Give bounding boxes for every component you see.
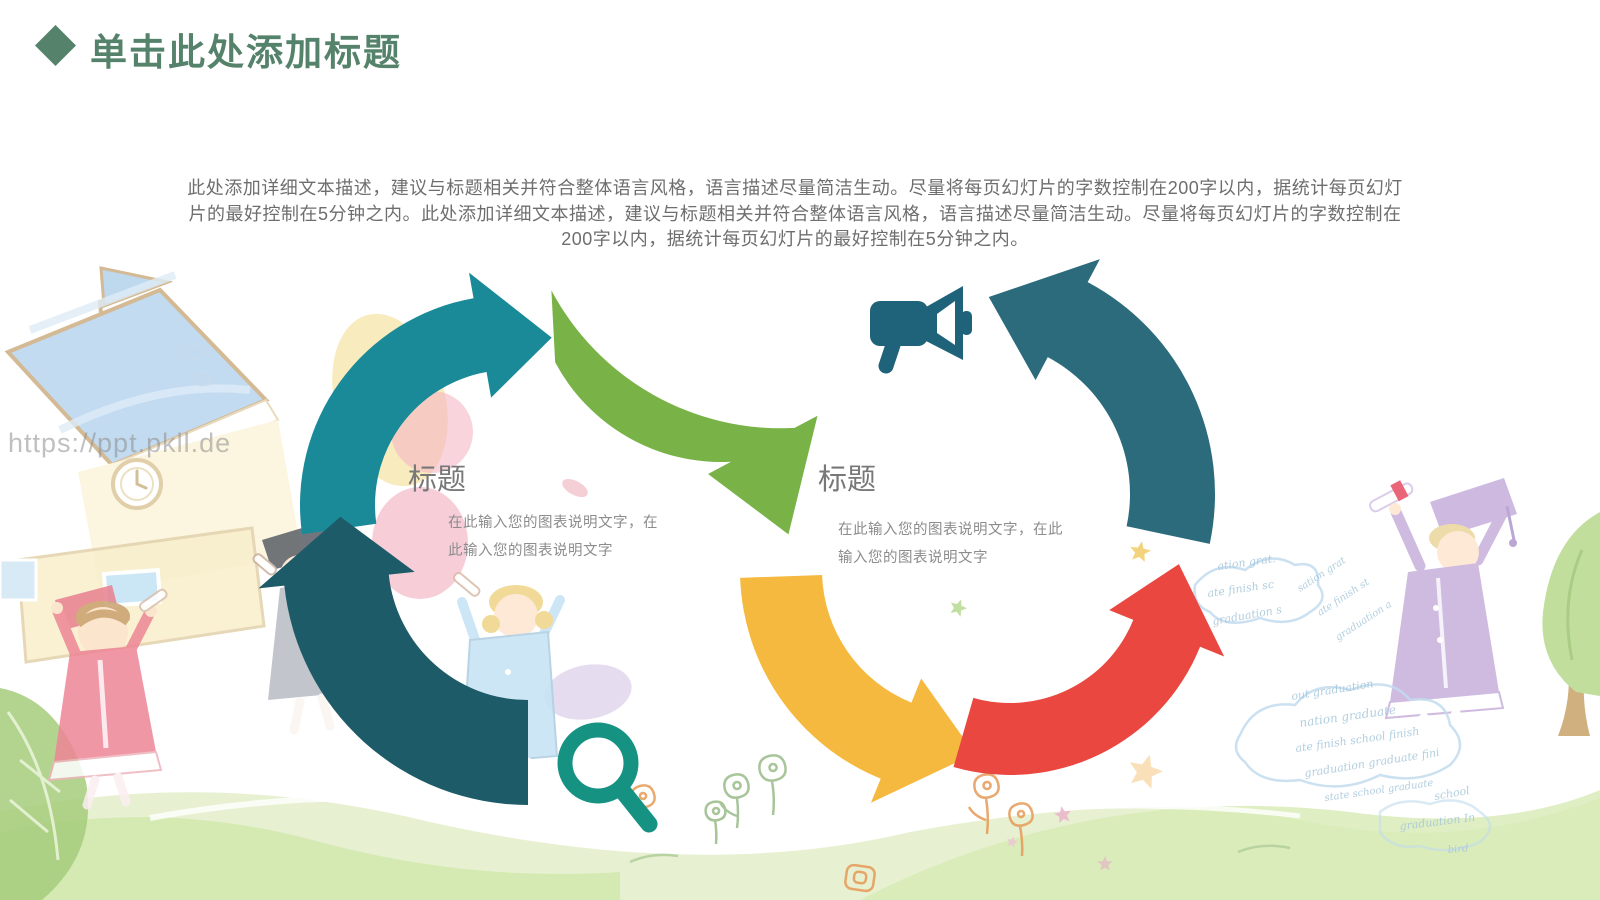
star-icon	[1097, 856, 1113, 871]
clock	[111, 458, 163, 510]
body-text-placeholder[interactable]: 此处添加详细文本描述，建议与标题相关并符合整体语言风格，语言描述尽量简洁生动。尽…	[187, 178, 1403, 249]
tree	[1542, 512, 1600, 736]
decor-word: nation graduate	[1298, 703, 1396, 730]
arc-red[interactable]	[953, 564, 1225, 776]
arc-green[interactable]	[551, 290, 818, 535]
magnifier-shine	[578, 742, 603, 763]
decor-word: graduation In	[1399, 811, 1476, 833]
grass-hill-left	[0, 817, 620, 900]
star-icon	[1054, 806, 1071, 824]
decor-word: state school graduate	[1324, 778, 1434, 804]
star-icon	[1130, 541, 1151, 562]
arc-dark-right[interactable]	[988, 259, 1215, 544]
decor-word: ation grat.	[1217, 552, 1277, 573]
flower-doodles-green	[629, 754, 1291, 864]
kid-pink	[47, 585, 168, 810]
decor-word: ate finish sc	[1207, 578, 1275, 600]
arc-yellow[interactable]	[740, 574, 975, 803]
megaphone-icon[interactable]	[870, 286, 972, 374]
decor-word: out graduation	[1290, 677, 1374, 703]
flag	[99, 266, 174, 309]
diamond-icon	[34, 24, 77, 67]
grass-hill	[0, 792, 1600, 900]
item-1-description[interactable]: 在此输入您的图表说明文字，在此输入您的图表说明文字	[448, 515, 658, 559]
kid-gray	[252, 522, 354, 735]
decor-word: sation grat	[1296, 555, 1349, 595]
watermark: https://ppt.pkll.de	[8, 428, 232, 458]
grass-hill-right	[860, 790, 1600, 900]
decor-word: ate finish st	[1316, 576, 1373, 618]
leaf-decor	[0, 688, 89, 900]
star-icon	[1129, 754, 1163, 789]
decor-word: school	[1433, 784, 1471, 803]
magnifier-icon[interactable]	[557, 722, 658, 833]
decor-word: graduation a	[1334, 599, 1394, 644]
window	[0, 558, 38, 602]
purple-blob	[544, 664, 632, 720]
window	[101, 568, 163, 608]
graduate-girl-purple	[1369, 478, 1517, 753]
page-title[interactable]: 单击此处添加标题	[90, 32, 402, 73]
school-house	[0, 266, 302, 664]
item-1-label[interactable]: 标题	[408, 464, 467, 496]
star-icon	[1007, 836, 1018, 848]
diploma	[1369, 482, 1414, 513]
item-2-description[interactable]: 在此输入您的图表说明文字，在此输入您的图表说明文字	[838, 522, 1063, 566]
item-2-label[interactable]: 标题	[818, 464, 877, 496]
star-decor	[950, 541, 1163, 871]
sprout-doodle	[179, 344, 214, 387]
decor-word: graduation graduate fini	[1303, 746, 1440, 780]
decor-word: ate finish school finish	[1295, 725, 1421, 755]
kid-blue	[452, 571, 565, 799]
star-icon	[950, 599, 967, 617]
decor-word: graduation s	[1211, 603, 1283, 628]
cloud-doodles	[1193, 557, 1492, 852]
flower-doodles-orange	[630, 773, 1034, 893]
decor-word: bird	[1447, 843, 1469, 856]
